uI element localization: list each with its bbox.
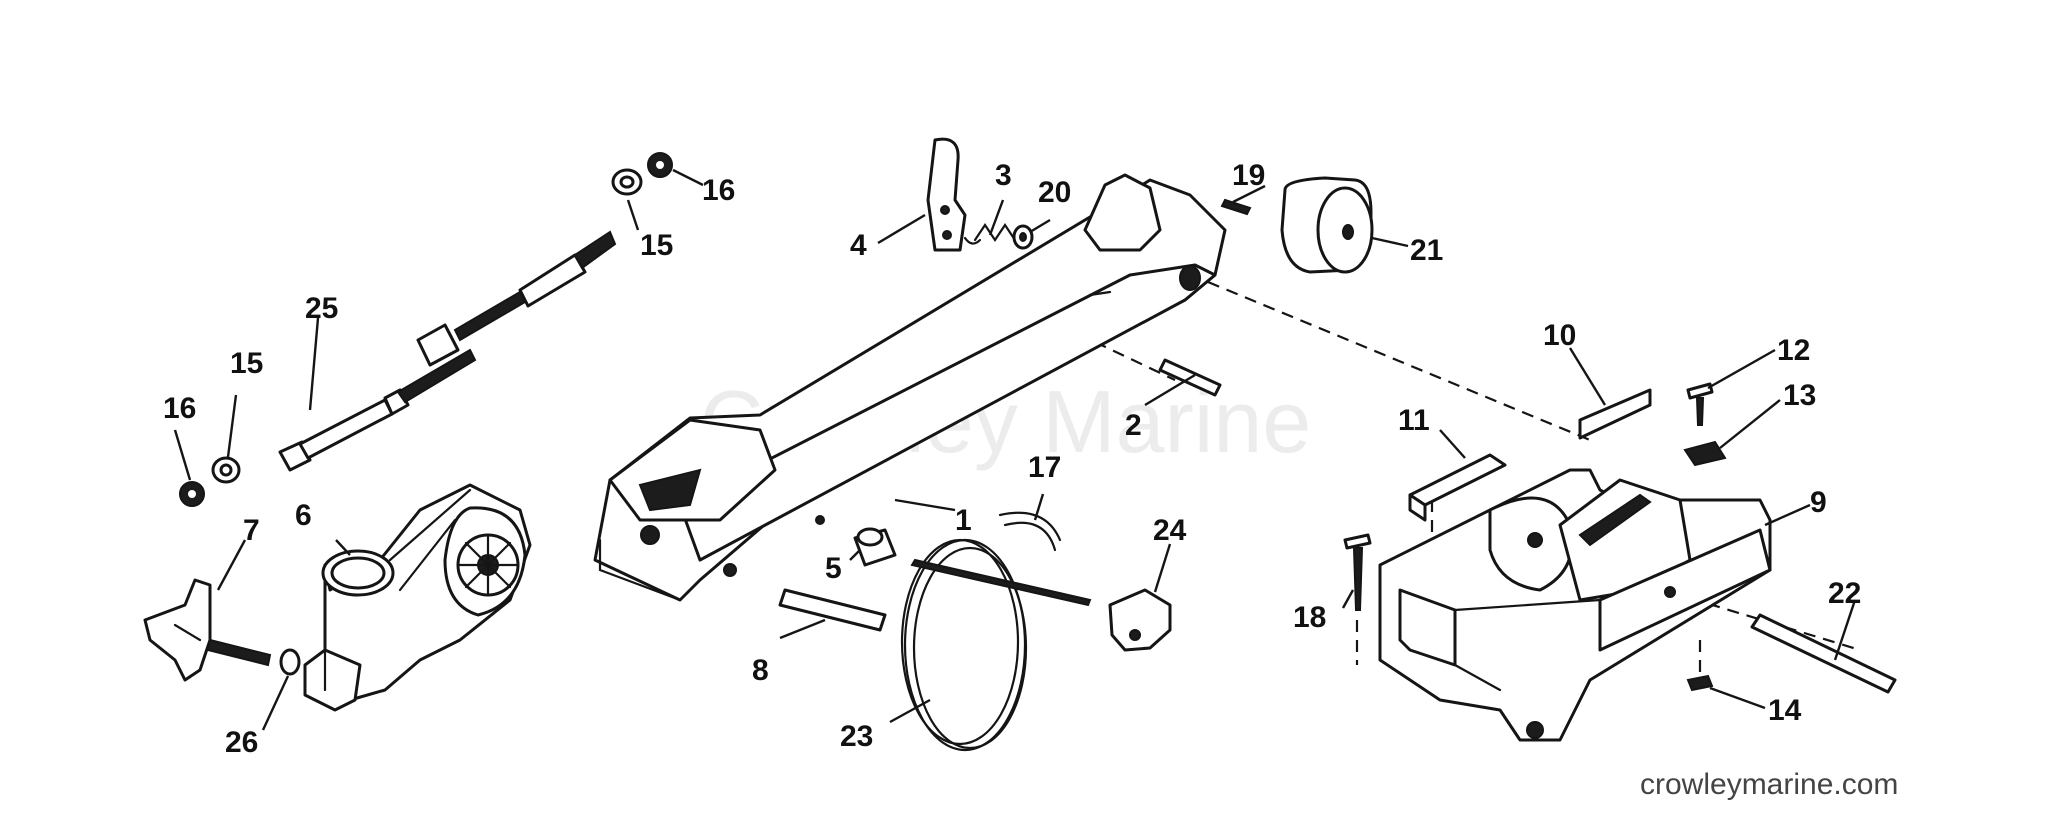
callout-20: 20 bbox=[1038, 176, 1071, 209]
part-10-wear-block bbox=[1578, 388, 1652, 440]
part-3-spring bbox=[963, 223, 1017, 245]
part-23-cable bbox=[900, 538, 1092, 752]
part-15-washer-upper bbox=[611, 168, 643, 196]
callout-12: 12 bbox=[1777, 334, 1810, 367]
part-6-bracket-housing bbox=[303, 483, 532, 712]
part-17-spring-clip bbox=[998, 511, 1062, 552]
part-18-screw bbox=[1343, 533, 1372, 611]
part-25-adjusting-rod bbox=[278, 230, 617, 472]
callout-8: 8 bbox=[752, 654, 769, 687]
part-24-lever bbox=[1108, 588, 1172, 652]
callout-24: 24 bbox=[1153, 514, 1187, 547]
part-26-screw-washer bbox=[206, 638, 301, 676]
part-19-set-screw bbox=[1220, 198, 1252, 216]
part-12-screw bbox=[1686, 382, 1714, 426]
part-16-nut-upper bbox=[647, 152, 673, 178]
callout-2: 2 bbox=[1125, 409, 1142, 442]
callout-17: 17 bbox=[1028, 451, 1061, 484]
callout-16-lower: 16 bbox=[163, 392, 196, 425]
part-5-bushing bbox=[853, 527, 897, 567]
callout-6: 6 bbox=[295, 499, 312, 532]
alignment-line-side bbox=[1669, 590, 1861, 652]
callout-5: 5 bbox=[825, 552, 842, 585]
part-7-clamp-knob bbox=[143, 578, 212, 682]
part-9-base-bracket bbox=[1378, 468, 1772, 742]
part-4-latch-hook bbox=[926, 137, 967, 252]
callout-10: 10 bbox=[1543, 319, 1576, 352]
part-22-pivot-pin bbox=[1750, 613, 1897, 694]
part-13-nut-plate bbox=[1683, 440, 1727, 467]
alignment-line-pivot bbox=[1207, 280, 1591, 442]
callout-labels: 1 2 3 4 5 6 7 8 9 10 11 12 13 14 15 15 1… bbox=[163, 159, 1861, 759]
callout-19: 19 bbox=[1232, 159, 1265, 192]
callout-18: 18 bbox=[1293, 601, 1326, 634]
part-16-nut-lower bbox=[179, 481, 205, 507]
part-14-nut bbox=[1686, 674, 1714, 692]
site-credit: crowleymarine.com bbox=[1640, 768, 1898, 801]
part-11-block bbox=[1408, 453, 1507, 522]
part-1-tilt-arm bbox=[593, 173, 1227, 602]
part-8-pin bbox=[778, 588, 887, 632]
alignment-line-pin bbox=[1094, 341, 1176, 381]
callout-13: 13 bbox=[1783, 379, 1816, 412]
part-20-washer bbox=[1012, 224, 1034, 250]
callout-25: 25 bbox=[305, 292, 338, 325]
callout-1: 1 bbox=[955, 504, 972, 537]
leader-lines bbox=[173, 168, 1857, 731]
callout-3: 3 bbox=[995, 159, 1012, 192]
callout-16-upper: 16 bbox=[702, 174, 735, 207]
part-21-roller bbox=[1280, 176, 1374, 274]
callout-4: 4 bbox=[850, 229, 867, 262]
callout-26: 26 bbox=[225, 726, 258, 759]
callout-11: 11 bbox=[1398, 404, 1430, 437]
callout-15-lower: 15 bbox=[230, 347, 263, 380]
callout-23: 23 bbox=[840, 720, 873, 753]
callout-9: 9 bbox=[1810, 486, 1827, 519]
callout-14: 14 bbox=[1768, 694, 1802, 727]
callout-22: 22 bbox=[1828, 577, 1861, 610]
callout-15-upper: 15 bbox=[640, 229, 673, 262]
callout-21: 21 bbox=[1410, 234, 1443, 267]
part-15-washer-lower bbox=[211, 456, 241, 484]
callout-7: 7 bbox=[243, 514, 260, 547]
